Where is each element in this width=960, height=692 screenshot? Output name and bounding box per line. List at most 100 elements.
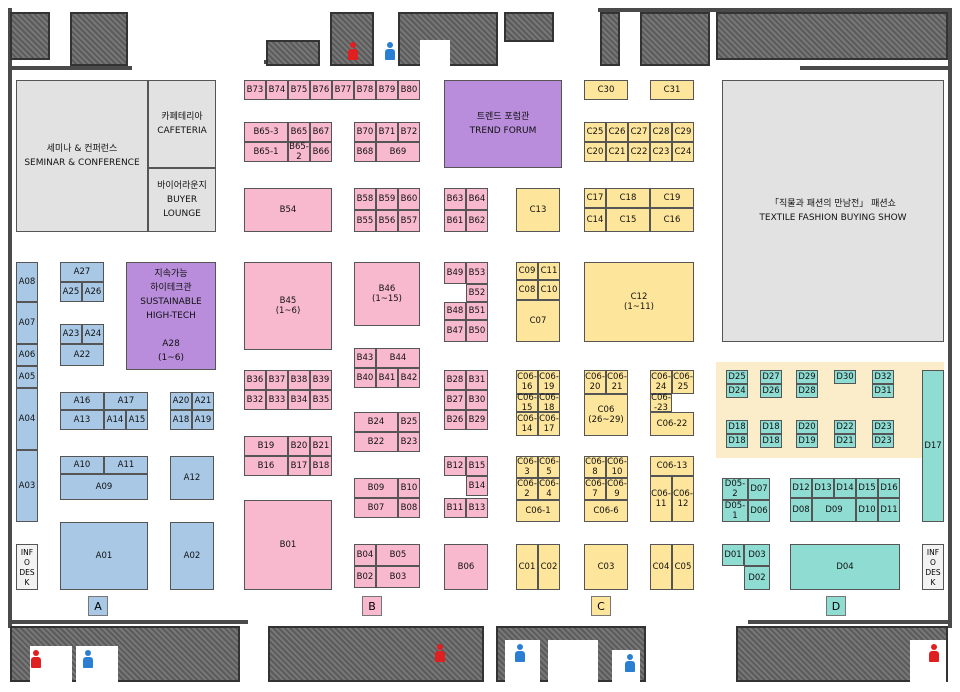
booth-a07[interactable]: A07 xyxy=(16,302,38,344)
booth-c06-6[interactable]: C06-6 xyxy=(584,500,628,522)
booth-b09[interactable]: B09 xyxy=(354,478,398,498)
booth-d18[interactable]: D18 xyxy=(726,420,748,434)
booth-c21[interactable]: C21 xyxy=(606,142,628,162)
booth-b10[interactable]: B10 xyxy=(398,478,420,498)
booth-c06-18[interactable]: C06- 18 xyxy=(538,393,560,413)
booth-a13[interactable]: A13 xyxy=(60,410,104,430)
booth-a16[interactable]: A16 xyxy=(60,392,104,410)
booth-c06-24[interactable]: C06- 24 xyxy=(650,370,672,394)
booth-c22[interactable]: C22 xyxy=(628,142,650,162)
booth-b24[interactable]: B24 xyxy=(354,412,398,432)
booth-c28[interactable]: C28 xyxy=(650,122,672,142)
booth-a01[interactable]: A01 xyxy=(60,522,148,590)
booth-a21[interactable]: A21 xyxy=(192,392,214,410)
booth-b17[interactable]: B17 xyxy=(288,456,310,476)
booth-b65-3[interactable]: B65-3 xyxy=(244,122,288,142)
booth-c06-9[interactable]: C06- 9 xyxy=(606,478,628,500)
booth-d05-2[interactable]: D05- 2 xyxy=(722,478,748,500)
booth-c06-7[interactable]: C06- 7 xyxy=(584,478,606,500)
booth-b04[interactable]: B04 xyxy=(354,544,376,566)
booth-b19[interactable]: B19 xyxy=(244,436,288,456)
booth-b43[interactable]: B43 xyxy=(354,348,376,368)
booth-d10[interactable]: D10 xyxy=(856,498,878,522)
booth-d18[interactable]: D18 xyxy=(760,420,782,434)
booth-b48[interactable]: B48 xyxy=(444,302,466,320)
booth-d27[interactable]: D27 xyxy=(760,370,782,384)
booth-b32[interactable]: B32 xyxy=(244,390,266,410)
booth-b60[interactable]: B60 xyxy=(398,188,420,210)
booth-b58[interactable]: B58 xyxy=(354,188,376,210)
booth-b22[interactable]: B22 xyxy=(354,432,398,452)
booth-b02[interactable]: B02 xyxy=(354,566,376,588)
booth-b51[interactable]: B51 xyxy=(466,302,488,320)
booth-d05-1[interactable]: D05- 1 xyxy=(722,500,748,522)
booth-a02[interactable]: A02 xyxy=(170,522,214,590)
booth-b75[interactable]: B75 xyxy=(288,80,310,100)
booth-c06-17[interactable]: C06- 17 xyxy=(538,412,560,436)
booth-b37[interactable]: B37 xyxy=(266,370,288,390)
booth-c05[interactable]: C05 xyxy=(672,544,694,590)
booth-a22[interactable]: A22 xyxy=(60,344,104,366)
booth-d17[interactable]: D17 xyxy=(922,370,944,522)
booth-a06[interactable]: A06 xyxy=(16,344,38,366)
booth-b05[interactable]: B05 xyxy=(376,544,420,566)
booth-b53[interactable]: B53 xyxy=(466,262,488,284)
booth-b54[interactable]: B54 xyxy=(244,188,332,232)
booth-b76[interactable]: B76 xyxy=(310,80,332,100)
booth-a04[interactable]: A04 xyxy=(16,388,38,450)
booth-d03[interactable]: D03 xyxy=(744,544,770,566)
booth-c18[interactable]: C18 xyxy=(606,188,650,208)
booth-a25[interactable]: A25 xyxy=(60,282,82,302)
booth-b61[interactable]: B61 xyxy=(444,210,466,232)
booth-b01[interactable]: B01 xyxy=(244,500,332,590)
booth-b65[interactable]: B65 xyxy=(288,122,310,142)
booth-c04[interactable]: C04 xyxy=(650,544,672,590)
booth-a17[interactable]: A17 xyxy=(104,392,148,410)
booth-d08[interactable]: D08 xyxy=(790,498,812,522)
booth-b52[interactable]: B52 xyxy=(466,284,488,302)
booth-c06-2[interactable]: C06- 2 xyxy=(516,478,538,500)
booth-d09[interactable]: D09 xyxy=(812,498,856,522)
booth-c24[interactable]: C24 xyxy=(672,142,694,162)
booth-d14[interactable]: D14 xyxy=(834,478,856,498)
booth-b34[interactable]: B34 xyxy=(288,390,310,410)
booth-c06-14[interactable]: C06- 14 xyxy=(516,412,538,436)
booth-d24[interactable]: D24 xyxy=(726,384,748,398)
booth-b31[interactable]: B31 xyxy=(466,370,488,390)
booth-b33[interactable]: B33 xyxy=(266,390,288,410)
booth-c06-19[interactable]: C06- 19 xyxy=(538,370,560,394)
booth-c06-12[interactable]: C06- 12 xyxy=(672,476,694,522)
booth-b13[interactable]: B13 xyxy=(466,498,488,518)
booth-d25[interactable]: D25 xyxy=(726,370,748,384)
booth-d23[interactable]: D23 xyxy=(872,434,894,448)
booth-b41[interactable]: B41 xyxy=(376,368,398,388)
booth-d06[interactable]: D06 xyxy=(748,500,770,522)
booth-b79[interactable]: B79 xyxy=(376,80,398,100)
booth-d23[interactable]: D23 xyxy=(872,420,894,434)
booth-d15[interactable]: D15 xyxy=(856,478,878,498)
booth-b03[interactable]: B03 xyxy=(376,566,420,588)
booth-c30[interactable]: C30 xyxy=(584,80,628,100)
booth-a09[interactable]: A09 xyxy=(60,474,148,500)
booth-c23[interactable]: C23 xyxy=(650,142,672,162)
booth-c27[interactable]: C27 xyxy=(628,122,650,142)
booth-c16[interactable]: C16 xyxy=(650,208,694,232)
booth-b38[interactable]: B38 xyxy=(288,370,310,390)
booth-c07[interactable]: C07 xyxy=(516,300,560,342)
booth-c19[interactable]: C19 xyxy=(650,188,694,208)
booth-c13[interactable]: C13 xyxy=(516,188,560,232)
booth-a18[interactable]: A18 xyxy=(170,410,192,430)
booth-c09[interactable]: C09 xyxy=(516,262,538,280)
booth-d31[interactable]: D31 xyxy=(872,384,894,398)
booth-b68[interactable]: B68 xyxy=(354,142,376,162)
booth-d28[interactable]: D28 xyxy=(796,384,818,398)
booth-b35[interactable]: B35 xyxy=(310,390,332,410)
booth-c06-13[interactable]: C06-13 xyxy=(650,456,694,476)
booth-b50[interactable]: B50 xyxy=(466,320,488,342)
booth-b57[interactable]: B57 xyxy=(398,210,420,232)
booth-d26[interactable]: D26 xyxy=(760,384,782,398)
booth-b45-1-6-[interactable]: B45 (1~6) xyxy=(244,262,332,350)
booth-b69[interactable]: B69 xyxy=(376,142,420,162)
booth-a24[interactable]: A24 xyxy=(82,324,104,344)
booth-b49[interactable]: B49 xyxy=(444,262,466,284)
